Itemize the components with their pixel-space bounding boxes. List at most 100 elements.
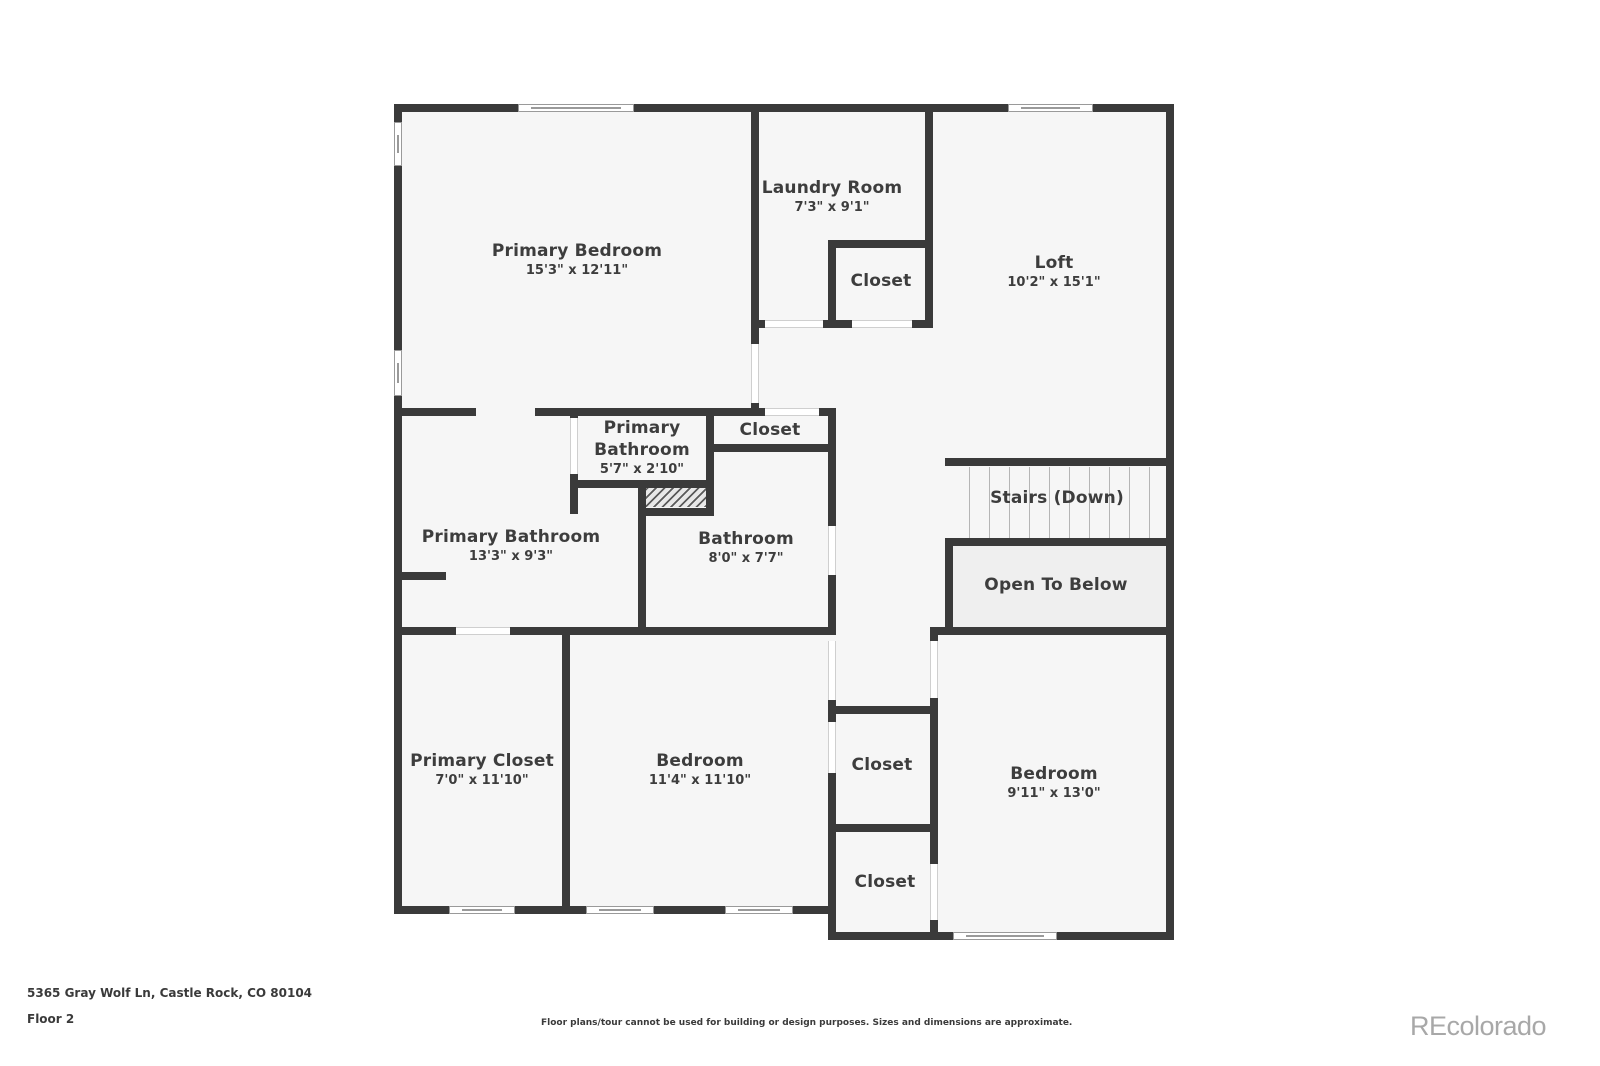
room-label-laundry-room: Laundry Room 7'3" x 9'1" [762,177,903,217]
primary-bedroom-floor [400,110,755,412]
wall [828,773,836,940]
window [725,906,793,914]
room-name: Closet [850,271,912,291]
wall [510,627,836,635]
room-dimensions: 5'7" x 2'10" [599,462,685,477]
wall [394,104,402,914]
window [394,122,402,166]
door-top-closet [765,408,819,416]
wall [706,444,836,452]
wall [828,706,936,714]
left-wing-floor [400,412,835,912]
wall [638,480,646,634]
room-label-loft: Loft 10'2" x 15'1" [1007,252,1100,292]
door-hall-closet-mid [828,722,836,773]
room-dimensions: 7'0" x 11'10" [435,773,529,788]
room-label-bedroom-2: Bedroom 11'4" x 11'10" [649,750,751,790]
door-laundry-closet [852,320,912,328]
wall [394,627,456,635]
wall [638,508,714,516]
wall [394,104,1174,112]
wall [828,240,933,248]
room-name-line2: Bathroom [594,440,690,460]
wall [930,627,1174,635]
window [449,906,515,914]
room-label-primary-bathroom-small: Primary Bathroom 5'7" x 2'10" [594,417,690,479]
wall [394,408,476,416]
room-name: Primary Closet [410,751,554,771]
wall [828,575,836,635]
room-name: Laundry Room [761,178,903,198]
wall [751,320,933,328]
door-primary-bedroom [751,344,759,403]
window [953,932,1057,940]
room-name: Closet [851,755,913,775]
room-label-primary-bedroom: Primary Bedroom 15'3" x 12'11" [492,240,662,280]
room-label-open-to-below: Open To Below [984,574,1127,596]
open-to-below-floor [953,545,1167,628]
wall [828,824,936,832]
property-address: 5365 Gray Wolf Ln, Castle Rock, CO 80104 [27,986,313,1000]
wall [535,408,836,416]
room-name: Bedroom [1010,764,1098,784]
door-bedroom-2 [828,641,836,700]
room-dimensions: 13'3" x 9'3" [468,549,554,564]
room-label-hall-closet-mid: Closet [852,754,913,776]
wall [930,920,938,940]
room-name-line1: Primary [603,418,681,438]
room-name: Primary Bathroom [421,527,601,547]
room-label-primary-closet: Primary Closet 7'0" x 11'10" [410,750,554,790]
room-name: Stairs (Down) [990,488,1124,508]
wall [945,538,1174,546]
wall [751,104,759,344]
room-dimensions: 11'4" x 11'10" [648,773,752,788]
wall [706,408,714,516]
door-small-bathroom [570,418,578,474]
wall [930,698,938,864]
stairs-treads [950,467,1167,540]
wall [570,408,578,418]
room-dimensions: 8'0" x 7'7" [708,551,784,566]
room-label-hall-closet-bottom: Closet [855,871,916,893]
room-label-primary-bathroom: Primary Bathroom 13'3" x 9'3" [422,526,601,566]
wall [925,104,933,328]
room-name: Closet [854,872,916,892]
room-name: Bathroom [698,529,794,549]
door-primary-closet [456,627,510,635]
disclaimer: Floor plans/tour cannot be used for buil… [541,1018,1073,1028]
door-bathroom [828,526,836,575]
window [518,104,634,112]
window [586,906,654,914]
wall [394,572,446,580]
floor-label: Floor 2 [27,1012,75,1026]
room-dimensions: 15'3" x 12'11" [525,263,629,278]
window [394,350,402,396]
room-label-bathroom: Bathroom 8'0" x 7'7" [698,528,794,568]
room-name: Closet [739,420,801,440]
room-name: Bedroom [656,751,744,771]
room-name: Primary Bedroom [491,241,663,261]
hatched-chase [646,487,706,507]
door-laundry [765,320,823,328]
wall [562,627,570,914]
room-label-hall-closet-top: Closet [740,419,801,441]
room-label-bedroom-3: Bedroom 9'11" x 13'0" [1007,763,1100,803]
wall [570,474,578,514]
hall-lower-floor [833,630,937,935]
window [1008,104,1093,112]
room-dimensions: 7'3" x 9'1" [794,200,870,215]
room-dimensions: 10'2" x 15'1" [1007,275,1101,290]
wall [828,408,836,526]
room-name: Loft [1034,253,1074,273]
wall [945,458,1174,466]
room-label-laundry-closet: Closet [851,270,912,292]
wall [945,538,953,633]
wall [1166,104,1174,940]
door-bedroom-3 [930,641,938,698]
room-label-stairs-down: Stairs (Down) [990,487,1124,509]
room-dimensions: 9'11" x 13'0" [1007,786,1101,801]
brand-logo: REcolorado [1410,1011,1547,1041]
bedroom-3-floor [937,632,1169,935]
door-hall-closet-bottom [930,864,938,920]
